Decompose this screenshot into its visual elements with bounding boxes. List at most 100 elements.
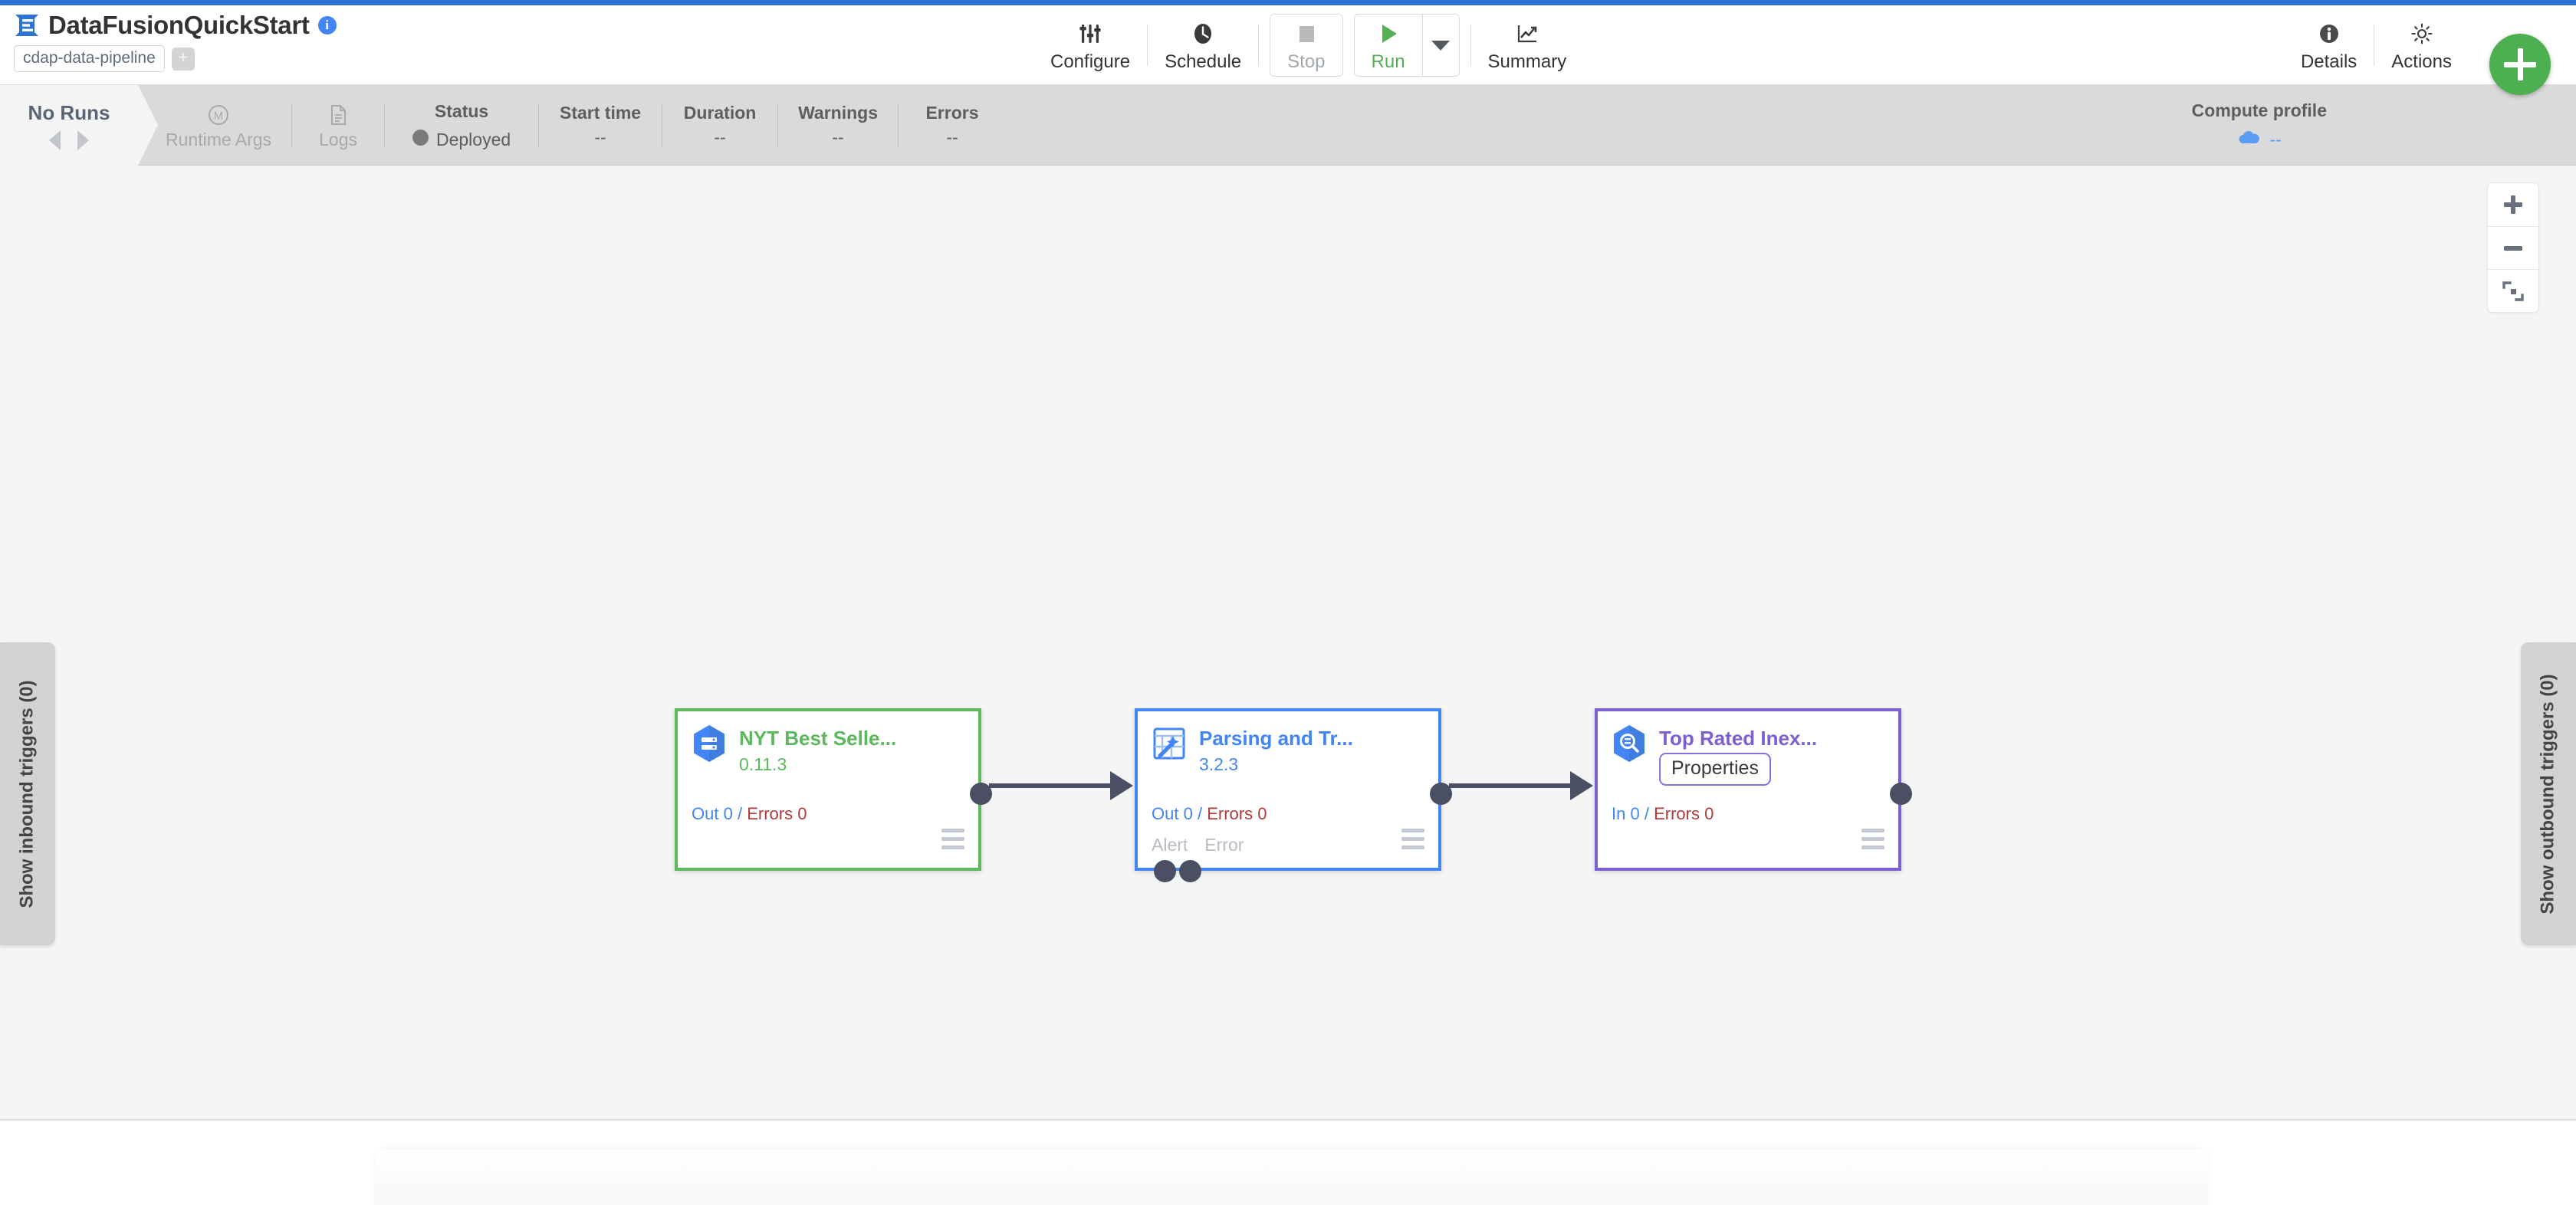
actions-button[interactable]: Actions bbox=[2374, 15, 2469, 75]
gear-icon bbox=[2408, 18, 2436, 49]
connection-line-2 bbox=[1449, 783, 1576, 788]
status-header: Status bbox=[434, 100, 489, 121]
stop-button[interactable]: Stop bbox=[1270, 14, 1343, 77]
node-alert-port[interactable] bbox=[1154, 860, 1176, 882]
compute-profile-header: Compute profile bbox=[2191, 100, 2327, 120]
show-outbound-triggers-tab[interactable]: Show outbound triggers (0) bbox=[2521, 642, 2576, 945]
sliders-icon bbox=[1076, 18, 1104, 49]
configure-label: Configure bbox=[1050, 51, 1131, 72]
node-out-count: Out 0 bbox=[692, 804, 733, 823]
add-node-fab[interactable] bbox=[2489, 34, 2551, 95]
canvas-zoom-controls bbox=[2487, 182, 2539, 313]
pipeline-node-top-rated-inexpensive[interactable]: Top Rated Inex... Properties In 0 / Erro… bbox=[1595, 708, 1912, 871]
pipeline-toolbar: DataFusionQuickStart i cdap-data-pipelin… bbox=[0, 5, 2576, 95]
runs-navigator: No Runs bbox=[0, 85, 158, 166]
node-version: 0.11.3 bbox=[739, 754, 787, 774]
toolbar-divider bbox=[1258, 25, 1260, 66]
duration-value: -- bbox=[714, 127, 726, 147]
artifact-type-pill: cdap-data-pipeline bbox=[14, 45, 165, 72]
stop-label: Stop bbox=[1287, 51, 1326, 72]
run-label: Run bbox=[1371, 51, 1405, 72]
wrangler-magic-icon bbox=[1150, 724, 1188, 765]
toolbar-primary-actions: Configure Schedule Stop bbox=[1033, 5, 1583, 85]
metric-divider bbox=[777, 103, 779, 147]
node-out-count: Out 0 bbox=[1152, 804, 1193, 823]
info-circle-icon bbox=[2315, 18, 2343, 49]
toolbar-divider bbox=[1147, 25, 1148, 66]
run-button[interactable]: Run bbox=[1355, 15, 1422, 76]
alert-port-label: Alert bbox=[1152, 835, 1188, 855]
node-error-count: Errors 0 bbox=[1654, 804, 1714, 823]
toolbar-secondary-actions: Details Actions bbox=[2284, 5, 2469, 85]
errors-header: Errors bbox=[925, 103, 979, 123]
run-options-dropdown[interactable] bbox=[1421, 14, 1459, 77]
node-menu-button[interactable] bbox=[941, 829, 964, 854]
metric-separator: / bbox=[1644, 804, 1649, 823]
zoom-out-button[interactable] bbox=[2488, 226, 2538, 269]
properties-tooltip[interactable]: Properties bbox=[1659, 753, 1771, 786]
schedule-button[interactable]: Schedule bbox=[1148, 15, 1258, 75]
run-button-group: Run bbox=[1353, 14, 1460, 77]
pipeline-canvas[interactable]: Show inbound triggers (0) Show outbound … bbox=[0, 166, 2576, 1121]
fit-to-screen-button[interactable] bbox=[2488, 269, 2538, 312]
connection-arrow-2 bbox=[1570, 771, 1593, 800]
run-metrics: M Runtime Args Logs Status bbox=[146, 85, 1006, 166]
runtime-args-button[interactable]: M Runtime Args bbox=[146, 85, 291, 166]
node-port-labels: Alert Error bbox=[1152, 835, 1244, 855]
warnings-value: -- bbox=[832, 127, 844, 147]
partially-visible-panel bbox=[376, 1150, 2208, 1205]
bigquery-sink-icon bbox=[1610, 724, 1648, 765]
node-metrics: In 0 / Errors 0 bbox=[1612, 804, 1714, 824]
node-error-count: Errors 0 bbox=[747, 804, 807, 823]
node-output-port[interactable] bbox=[1430, 783, 1452, 805]
summary-button[interactable]: Summary bbox=[1471, 15, 1584, 75]
node-error-port[interactable] bbox=[1179, 860, 1201, 882]
svg-text:M: M bbox=[214, 110, 224, 123]
metric-divider bbox=[291, 103, 293, 147]
line-chart-icon bbox=[1513, 18, 1541, 49]
connection-arrow-1 bbox=[1110, 771, 1133, 800]
node-name: NYT Best Selle... bbox=[739, 727, 897, 750]
zoom-in-button[interactable] bbox=[2488, 183, 2538, 226]
errors-value: -- bbox=[946, 127, 958, 147]
fit-to-screen-icon bbox=[2502, 280, 2525, 303]
pipeline-node-nyt-best-sellers[interactable]: NYT Best Selle... 0.11.3 Out 0 / Errors … bbox=[675, 708, 992, 871]
node-menu-button[interactable] bbox=[1401, 829, 1424, 854]
next-run-arrow-icon[interactable] bbox=[77, 130, 89, 150]
stop-square-icon bbox=[1293, 18, 1320, 49]
play-triangle-icon bbox=[1375, 18, 1402, 49]
page-title: DataFusionQuickStart bbox=[48, 11, 310, 39]
node-output-port[interactable] bbox=[970, 783, 992, 805]
node-version: 3.2.3 bbox=[1199, 754, 1239, 774]
clock-icon bbox=[1189, 18, 1217, 49]
compute-profile-value: -- bbox=[2269, 130, 2282, 149]
add-tag-button[interactable]: + bbox=[171, 47, 195, 71]
previous-run-arrow-icon[interactable] bbox=[49, 130, 61, 150]
metric-divider bbox=[384, 103, 386, 147]
node-metrics: Out 0 / Errors 0 bbox=[1152, 804, 1267, 824]
details-button[interactable]: Details bbox=[2284, 15, 2374, 75]
node-output-port[interactable] bbox=[1890, 783, 1912, 805]
show-inbound-triggers-tab[interactable]: Show inbound triggers (0) bbox=[0, 642, 55, 945]
macro-m-icon: M bbox=[205, 100, 232, 130]
details-label: Details bbox=[2300, 51, 2358, 72]
outbound-triggers-label: Show outbound triggers (0) bbox=[2538, 673, 2558, 914]
bigquery-source-icon bbox=[690, 724, 728, 765]
cdap-logo-icon bbox=[14, 12, 40, 38]
duration-metric: Duration -- bbox=[662, 85, 777, 166]
pipeline-node-parsing-and-transform[interactable]: Parsing and Tr... 3.2.3 Out 0 / Errors 0… bbox=[1135, 708, 1452, 882]
start-time-header: Start time bbox=[560, 103, 642, 123]
status-badge-dot bbox=[412, 130, 429, 146]
actions-label: Actions bbox=[2391, 51, 2452, 72]
warnings-header: Warnings bbox=[798, 103, 878, 123]
node-name: Top Rated Inex... bbox=[1659, 727, 1818, 750]
configure-button[interactable]: Configure bbox=[1033, 15, 1147, 75]
chevron-down-icon bbox=[1431, 40, 1451, 51]
summary-label: Summary bbox=[1487, 51, 1567, 72]
logs-button[interactable]: Logs bbox=[292, 85, 384, 166]
node-menu-button[interactable] bbox=[1861, 829, 1884, 854]
info-icon[interactable]: i bbox=[317, 16, 337, 34]
compute-profile-metric[interactable]: Compute profile -- bbox=[2192, 85, 2327, 166]
plus-icon-vertical bbox=[2517, 48, 2523, 80]
runtime-args-label: Runtime Args bbox=[166, 130, 272, 149]
